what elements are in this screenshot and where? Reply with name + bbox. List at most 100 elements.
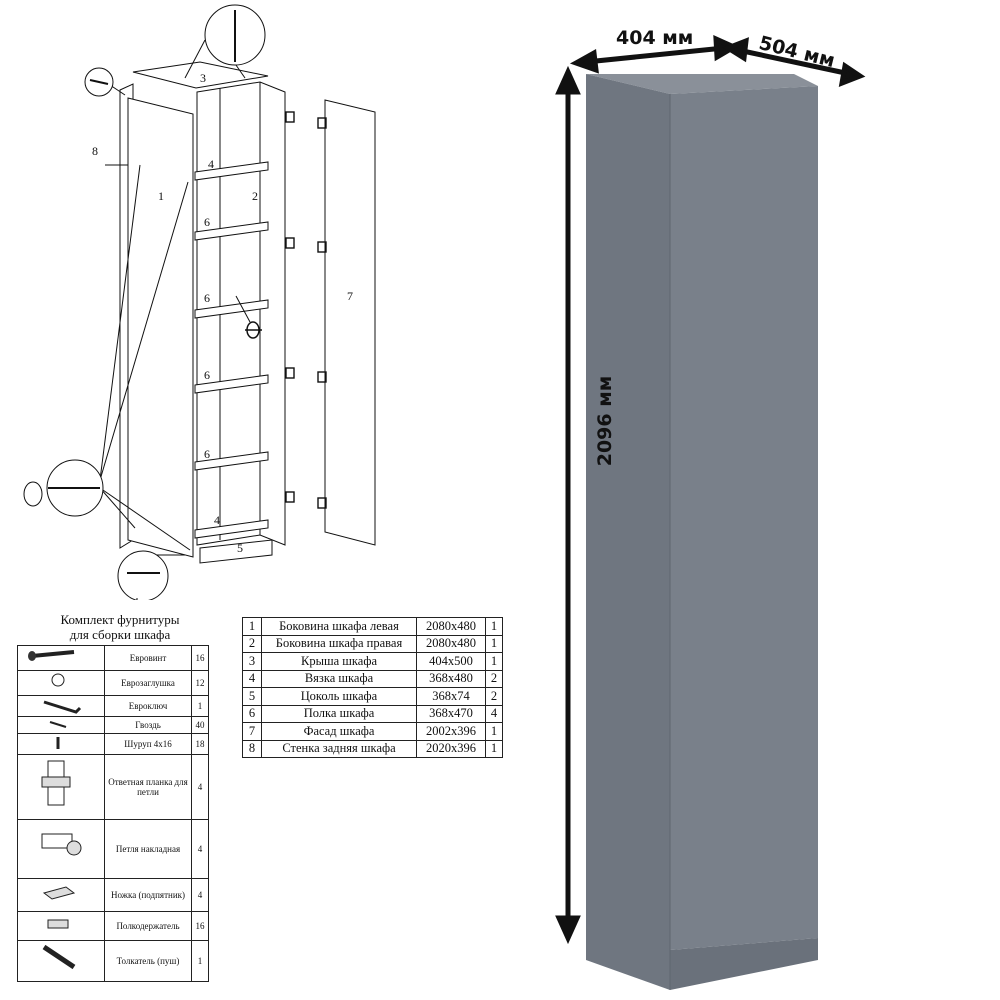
part-name: Стенка задняя шкафа bbox=[261, 739, 417, 758]
part-qty: 1 bbox=[485, 617, 503, 636]
part-number: 4 bbox=[242, 669, 262, 688]
part-qty: 1 bbox=[485, 722, 503, 741]
part-dimensions: 2020x396 bbox=[416, 739, 486, 758]
kit-item-name: Еврозаглушка bbox=[104, 670, 192, 696]
callout-4: 4 bbox=[208, 157, 214, 171]
cabinet-top bbox=[586, 74, 818, 94]
part-dimensions: 368x74 bbox=[416, 687, 486, 706]
hinge-icon bbox=[41, 833, 82, 856]
cabinet-side bbox=[586, 74, 670, 990]
screw-icon bbox=[28, 650, 75, 661]
cabinet-render bbox=[555, 35, 866, 990]
kit-row: Толкатель (пуш)1 bbox=[17, 940, 209, 982]
callout-5: 2 bbox=[252, 189, 258, 203]
width-label: 404 мм bbox=[616, 27, 694, 49]
cabinet-plinth bbox=[670, 938, 818, 990]
kit-icon-cell bbox=[17, 645, 105, 671]
kit-item-name: Петля накладная bbox=[104, 819, 192, 879]
kit-item-name: Гвоздь bbox=[104, 716, 192, 734]
depth-arrow bbox=[737, 47, 851, 77]
kit-item-qty: 1 bbox=[191, 940, 209, 982]
callout-3: 1 bbox=[158, 189, 164, 203]
kit-item-qty: 16 bbox=[191, 911, 209, 941]
hex-key-icon bbox=[43, 700, 82, 714]
part-number: 5 bbox=[242, 687, 262, 706]
part-dimensions: 2080x480 bbox=[416, 617, 486, 636]
kit-icon-cell bbox=[17, 940, 105, 982]
kit-icon-cell bbox=[17, 878, 105, 912]
kit-icon-cell bbox=[17, 670, 105, 696]
kit-item-qty: 16 bbox=[191, 645, 209, 671]
kit-item-qty: 18 bbox=[191, 733, 209, 755]
height-label: 2096 мм bbox=[594, 375, 616, 467]
part-name: Цоколь шкафа bbox=[261, 687, 417, 706]
kit-icon-cell bbox=[17, 911, 105, 941]
part-name: Крыша шкафа bbox=[261, 652, 417, 671]
kit-item-name: Полкодержатель bbox=[104, 911, 192, 941]
kit-item-qty: 4 bbox=[191, 878, 209, 912]
kit-icon-cell bbox=[17, 754, 105, 820]
callout-7: 6 bbox=[204, 291, 210, 305]
kit-item-qty: 12 bbox=[191, 670, 209, 696]
push-latch-icon bbox=[42, 944, 76, 970]
part-number: 2 bbox=[242, 634, 262, 653]
kit-item-qty: 40 bbox=[191, 716, 209, 734]
nail-icon bbox=[49, 721, 67, 728]
part-dimensions: 2080x480 bbox=[416, 634, 486, 653]
kit-row: Ножка (подпятник)4 bbox=[17, 878, 209, 912]
foot-icon bbox=[42, 886, 76, 900]
part-qty: 2 bbox=[485, 669, 503, 688]
part-dimensions: 368x480 bbox=[416, 669, 486, 688]
part-name: Боковина шкафа правая bbox=[261, 634, 417, 653]
callout-10: 6 bbox=[204, 447, 210, 461]
kit-item-name: Шуруп 4x16 bbox=[104, 733, 192, 755]
callout-2: 8 bbox=[92, 144, 98, 158]
part-dimensions: 368x470 bbox=[416, 704, 486, 723]
kit-item-qty: 1 bbox=[191, 695, 209, 717]
kit-icon-cell bbox=[17, 695, 105, 717]
kit-item-name: Толкатель (пуш) bbox=[104, 940, 192, 982]
hinges bbox=[285, 111, 327, 509]
part-number: 7 bbox=[242, 722, 262, 741]
part-qty: 1 bbox=[485, 634, 503, 653]
part-name: Вязка шкафа bbox=[261, 669, 417, 688]
part-dimensions: 404x500 bbox=[416, 652, 486, 671]
kit-item-name: Ножка (подпятник) bbox=[104, 878, 192, 912]
callout-6: 6 bbox=[204, 215, 210, 229]
part-number: 3 bbox=[242, 652, 262, 671]
kit-item-name: Ответная планка для петли bbox=[104, 754, 192, 820]
hinge-plate-icon bbox=[41, 760, 71, 806]
part-name: Полка шкафа bbox=[261, 704, 417, 723]
part-qty: 2 bbox=[485, 687, 503, 706]
kit-item-name: Евроключ bbox=[104, 695, 192, 717]
shelf-pin-icon bbox=[47, 919, 69, 929]
callout-11: 4 bbox=[214, 513, 220, 527]
callout-12: 5 bbox=[237, 541, 243, 555]
kit-item-qty: 4 bbox=[191, 754, 209, 820]
roof-panel bbox=[132, 61, 269, 89]
kit-title-line2: для сборки шкафа bbox=[69, 627, 171, 642]
shelves bbox=[194, 161, 269, 539]
kit-icon-cell bbox=[17, 716, 105, 734]
kit-item-name: Евровинт bbox=[104, 645, 192, 671]
part-number: 6 bbox=[242, 704, 262, 723]
cabinet-front bbox=[670, 86, 818, 950]
part-name: Боковина шкафа левая bbox=[261, 617, 417, 636]
small-screw-icon bbox=[56, 737, 60, 749]
